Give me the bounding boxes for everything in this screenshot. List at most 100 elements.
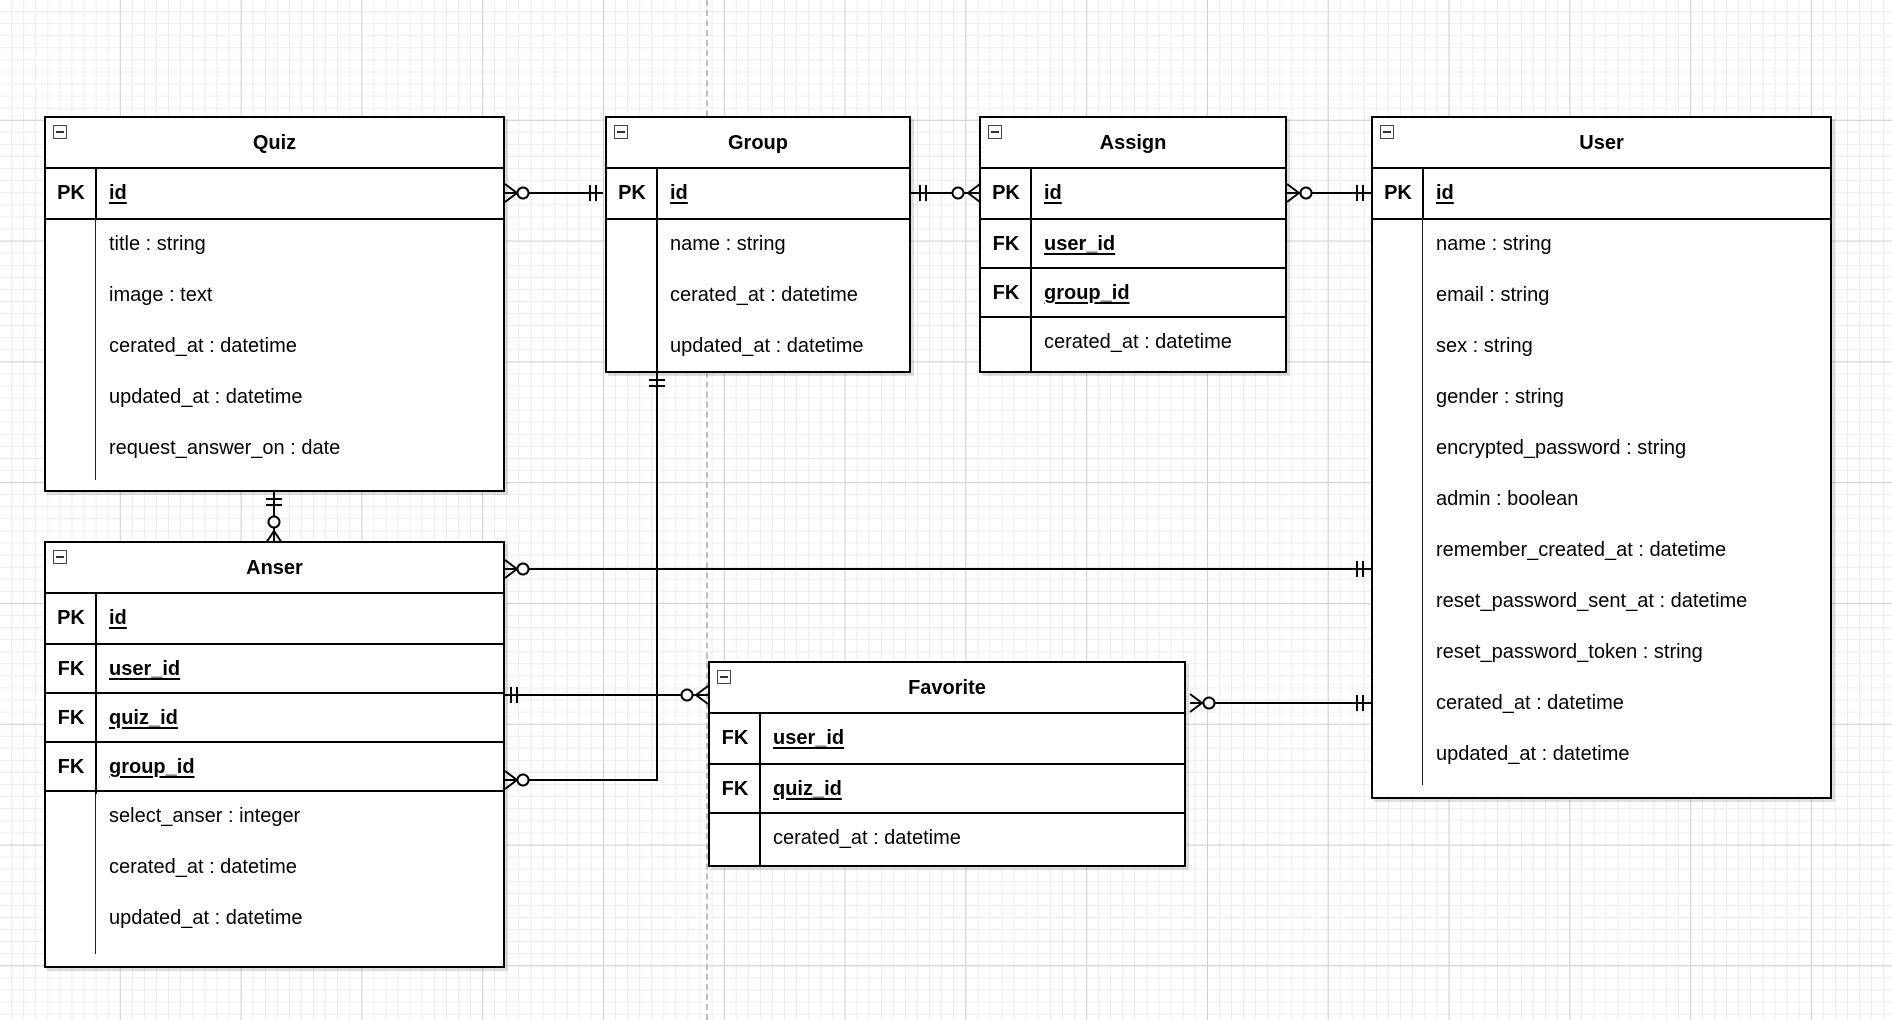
attribute-text: title : string [109, 233, 206, 255]
key-field: id [109, 607, 127, 629]
attribute-row[interactable]: admin : boolean [1373, 475, 1830, 526]
attribute-row[interactable]: updated_at : datetime [607, 322, 909, 373]
key-column-divider [95, 169, 97, 218]
entity-header[interactable]: Quiz [46, 118, 503, 169]
attribute-row[interactable]: cerated_at : datetime [607, 271, 909, 322]
attribute-row[interactable]: email : string [1373, 271, 1830, 322]
attribute-row[interactable]: title : string [46, 220, 503, 271]
key-label: FK [57, 707, 85, 729]
key-column-divider [95, 794, 96, 954]
key-label: PK [57, 182, 85, 204]
key-label: PK [57, 607, 85, 629]
attribute-row[interactable]: select_anser : integer [46, 792, 503, 843]
rel-anser-user [504, 559, 1371, 579]
key-label: FK [992, 233, 1020, 255]
attribute-text: sex : string [1436, 335, 1533, 357]
attribute-row[interactable]: updated_at : datetime [1373, 730, 1830, 781]
key-label: FK [992, 282, 1020, 304]
key-row[interactable]: FK quiz_id [46, 692, 503, 743]
entity-quiz[interactable]: Quiz PK id title : string image : text c… [44, 116, 505, 492]
attribute-row[interactable]: cerated_at : datetime [1373, 679, 1830, 730]
attribute-text: cerated_at : datetime [773, 827, 961, 849]
entity-title: Favorite [908, 677, 986, 699]
key-field: user_id [1044, 233, 1116, 255]
attribute-row[interactable]: updated_at : datetime [46, 894, 503, 945]
collapse-icon[interactable] [53, 125, 67, 139]
key-column-divider [95, 218, 96, 480]
collapse-icon[interactable] [717, 670, 731, 684]
attribute-text: cerated_at : datetime [670, 284, 858, 306]
key-row[interactable]: PK id [607, 169, 909, 220]
entity-title: Quiz [252, 132, 297, 154]
attribute-row[interactable]: name : string [1373, 220, 1830, 271]
attribute-row[interactable]: reset_password_sent_at : datetime [1373, 577, 1830, 628]
collapse-icon[interactable] [614, 125, 628, 139]
attribute-row[interactable]: request_answer_on : date [46, 424, 503, 475]
key-field: id [1436, 182, 1454, 204]
key-field: group_id [109, 756, 195, 778]
attribute-text: updated_at : datetime [1436, 743, 1630, 765]
key-label: FK [721, 727, 749, 749]
attribute-row[interactable]: name : string [607, 220, 909, 271]
key-column-divider [656, 169, 658, 371]
key-field: quiz_id [109, 707, 178, 729]
attribute-text: name : string [1436, 233, 1552, 255]
attribute-text: image : text [109, 284, 213, 306]
attribute-text: cerated_at : datetime [109, 856, 297, 878]
key-row[interactable]: PK id [46, 594, 503, 645]
key-field: quiz_id [773, 778, 842, 800]
entity-anser[interactable]: Anser PK id FK user_id FK quiz_id FK gro… [44, 541, 505, 968]
attribute-row[interactable]: updated_at : datetime [46, 373, 503, 424]
entity-header[interactable]: Anser [46, 543, 503, 594]
page-break-line [706, 0, 708, 1020]
attribute-text: reset_password_sent_at : datetime [1436, 590, 1748, 612]
attribute-text: updated_at : datetime [670, 335, 864, 357]
attribute-row[interactable]: remember_created_at : datetime [1373, 526, 1830, 577]
key-field: id [670, 182, 688, 204]
entity-header[interactable]: Favorite [710, 663, 1184, 714]
attribute-text: updated_at : datetime [109, 907, 303, 929]
key-row[interactable]: FK user_id [46, 643, 503, 694]
key-label: PK [1384, 182, 1412, 204]
attribute-row[interactable]: cerated_at : datetime [710, 814, 1184, 865]
key-field: id [109, 182, 127, 204]
entity-header[interactable]: Group [607, 118, 909, 169]
attribute-row[interactable]: cerated_at : datetime [46, 843, 503, 894]
attribute-text: email : string [1436, 284, 1550, 306]
rel-group-anser [504, 373, 665, 790]
attribute-text: cerated_at : datetime [1436, 692, 1624, 714]
key-column-divider [1422, 169, 1424, 218]
attribute-text: reset_password_token : string [1436, 641, 1703, 663]
key-row[interactable]: PK id [1373, 169, 1830, 220]
collapse-icon[interactable] [53, 550, 67, 564]
attribute-row[interactable]: reset_password_token : string [1373, 628, 1830, 679]
key-row[interactable]: FK group_id [981, 267, 1285, 318]
key-row[interactable]: FK user_id [981, 218, 1285, 269]
key-row[interactable]: FK quiz_id [710, 763, 1184, 814]
entity-header[interactable]: Assign [981, 118, 1285, 169]
key-row[interactable]: FK user_id [710, 714, 1184, 765]
key-field: group_id [1044, 282, 1130, 304]
attribute-row[interactable]: cerated_at : datetime [46, 322, 503, 373]
entity-user[interactable]: User PK id name : string email : string … [1371, 116, 1832, 799]
attribute-text: admin : boolean [1436, 488, 1579, 510]
key-column-divider [1030, 169, 1032, 371]
key-row[interactable]: PK id [981, 169, 1285, 220]
key-column-divider [759, 714, 761, 865]
key-row[interactable]: PK id [46, 169, 503, 220]
attribute-row[interactable]: encrypted_password : string [1373, 424, 1830, 475]
collapse-icon[interactable] [1380, 125, 1394, 139]
key-row[interactable]: FK group_id [46, 741, 503, 792]
attribute-row[interactable]: image : text [46, 271, 503, 322]
collapse-icon[interactable] [988, 125, 1002, 139]
key-column-divider [95, 594, 97, 794]
attribute-row[interactable]: sex : string [1373, 322, 1830, 373]
entity-header[interactable]: User [1373, 118, 1830, 169]
entity-group[interactable]: Group PK id name : string cerated_at : d… [605, 116, 911, 373]
entity-favorite[interactable]: Favorite FK user_id FK quiz_id cerated_a… [708, 661, 1186, 867]
attribute-row[interactable]: cerated_at : datetime [981, 318, 1285, 369]
attribute-row[interactable]: gender : string [1373, 373, 1830, 424]
attribute-text: updated_at : datetime [109, 386, 303, 408]
attribute-text: encrypted_password : string [1436, 437, 1687, 459]
entity-assign[interactable]: Assign PK id FK user_id FK group_id cera… [979, 116, 1287, 373]
